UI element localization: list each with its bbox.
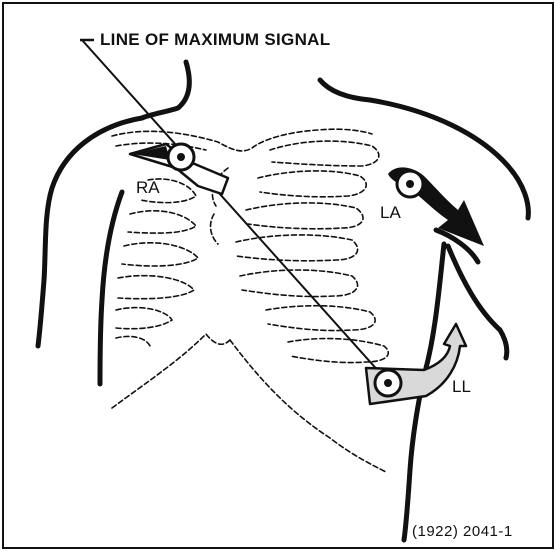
left-inner-arm xyxy=(100,192,122,384)
figure-caption: (1922) 2041-1 xyxy=(412,523,513,540)
signal-line xyxy=(82,40,390,384)
ra-label: RA xyxy=(136,178,160,197)
right-shoulder-arm xyxy=(370,100,528,218)
costal-margin xyxy=(112,334,386,472)
left-shoulder-arm xyxy=(38,118,142,346)
la-electrode-inner xyxy=(406,180,414,188)
figure-frame xyxy=(3,3,553,548)
neck-right xyxy=(320,80,370,100)
ribs-right xyxy=(236,141,388,362)
la-label: LA xyxy=(380,203,401,222)
ra-electrode-inner xyxy=(177,153,185,161)
title-label: LINE OF MAXIMUM SIGNAL xyxy=(100,30,330,49)
ll-label: LL xyxy=(452,377,471,396)
neck-left xyxy=(142,62,189,118)
ll-electrode: LL xyxy=(366,324,471,404)
ribs-left xyxy=(116,168,228,346)
line-of-maximum-signal: LINE OF MAXIMUM SIGNAL xyxy=(80,30,390,384)
la-electrode: LA xyxy=(380,167,484,246)
ra-electrode: RA xyxy=(130,144,228,197)
torso-outline xyxy=(38,62,528,540)
ll-electrode-inner xyxy=(384,379,392,387)
